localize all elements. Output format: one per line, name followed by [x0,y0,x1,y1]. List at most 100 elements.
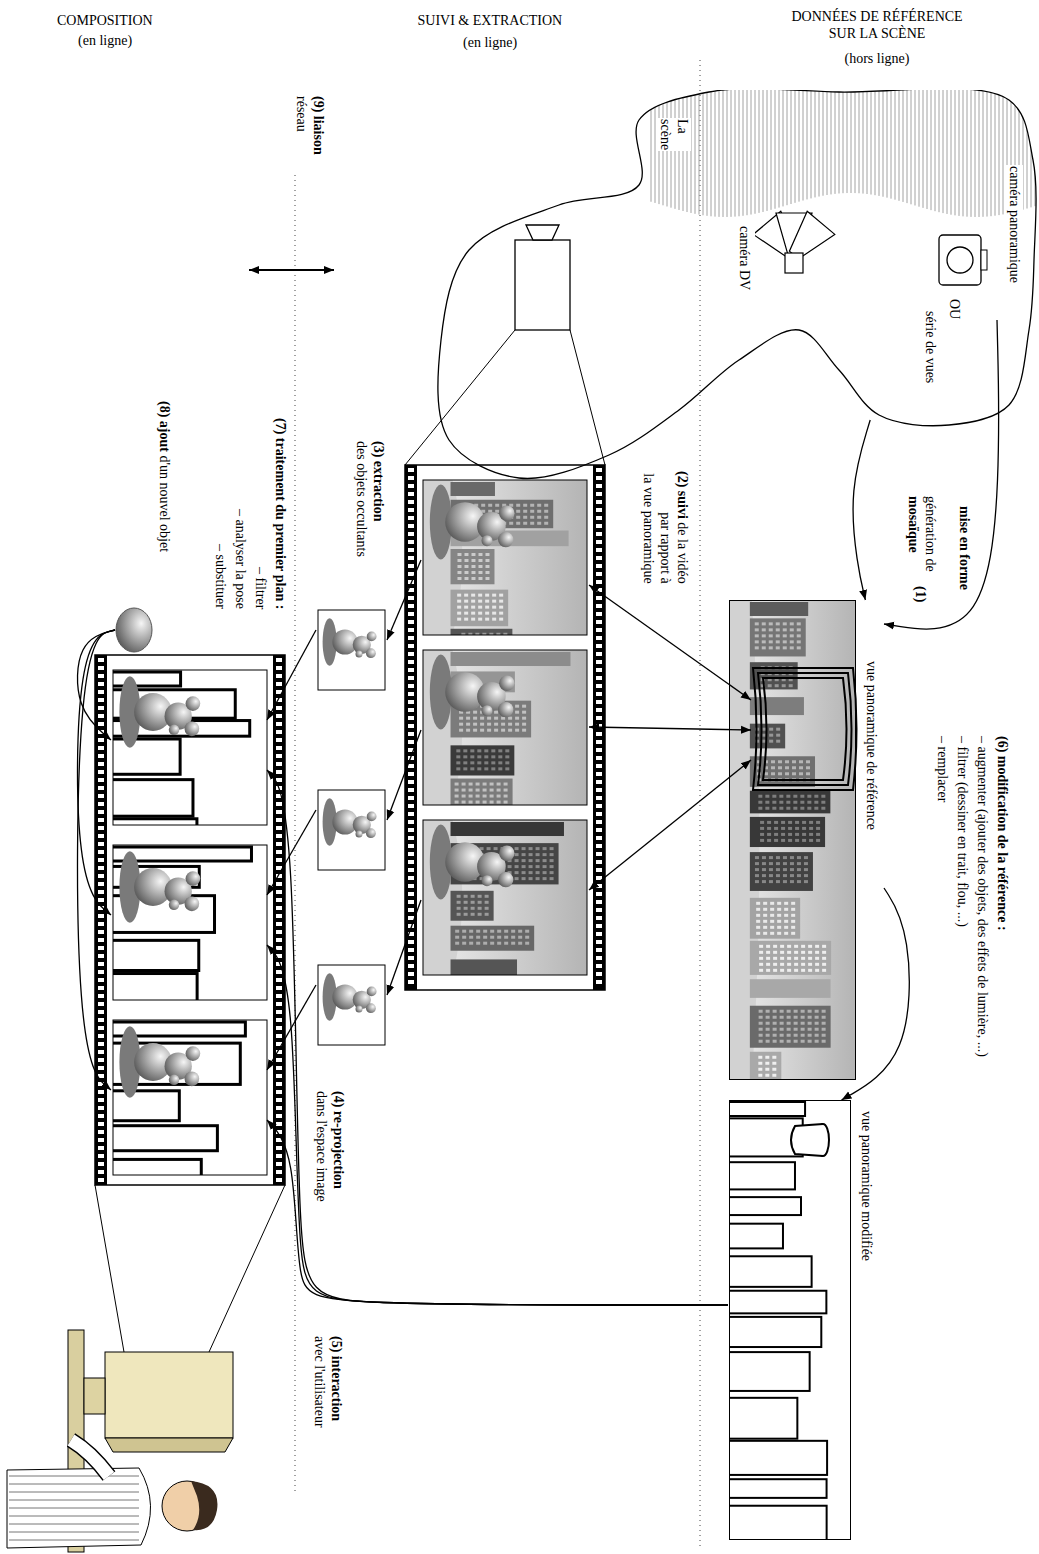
window-shape [814,801,818,804]
window-shape [477,761,481,764]
arrow-line [589,760,751,890]
hatch-line [799,90,800,202]
hatch-line [999,90,1000,215]
window-shape [787,1040,791,1043]
window-shape [537,510,541,513]
film-perforation [596,700,602,704]
window-shape [471,612,475,615]
film-perforation [276,818,282,822]
window-shape [483,783,487,786]
window-shape [515,705,519,708]
window-shape [815,1010,819,1013]
user-shirt [7,1468,151,1548]
hatch-line [979,90,980,217]
window-shape [773,957,777,960]
bullet-item: – analyser la pose [232,508,249,610]
film-perforation [276,730,282,734]
window-shape [797,880,801,883]
window-shape [466,729,470,732]
window-shape [469,936,473,939]
window-shape [459,729,463,732]
hatch-line [719,90,720,217]
film-perforation [98,1106,104,1110]
film-perforation [596,500,602,504]
picture-ground [729,600,856,1080]
hatch-line [759,90,760,213]
film-perforation [408,524,414,528]
window-shape [773,1028,777,1031]
film-perforation [276,722,282,726]
film-perforation [276,922,282,926]
arrow-line [387,900,421,995]
film-perforation [276,1002,282,1006]
film-perforation [98,706,104,710]
film-perforation [408,876,414,880]
window-shape [787,1034,791,1037]
film-perforation [408,860,414,864]
window-shape [762,646,766,649]
window-shape [464,895,468,898]
hatch-line [711,90,712,216]
film-perforation [276,906,282,910]
window-shape [773,1034,777,1037]
window-shape [759,951,763,954]
object-part [499,676,514,691]
window-shape [815,1016,819,1019]
film-perforation [98,1034,104,1038]
film-perforation [596,668,602,672]
window-shape [774,839,778,842]
hatch-line [747,90,748,215]
picture-ground [113,845,267,1000]
film-perforation [98,698,104,702]
window-shape [470,767,474,770]
film-perforation [276,706,282,710]
window-shape [766,1016,770,1019]
film-perforation [98,658,104,662]
illustration-part: (3) [371,441,386,457]
hatch-line [983,90,984,217]
film-perforation [408,820,414,824]
window-shape [769,740,773,743]
film-perforation [596,820,602,824]
window-shape [464,577,468,580]
foreground-object [323,973,377,1021]
window-shape [781,827,785,830]
window-shape [485,559,489,562]
window-shape [457,618,461,621]
film-perforation [596,516,602,520]
window-shape [804,880,808,883]
film-perforation [596,748,602,752]
shirt-stripe [9,1476,139,1477]
window-shape [463,761,467,764]
building-shape [451,926,535,951]
window-shape [471,553,475,556]
hatch-line [739,90,740,216]
window-shape [473,723,477,726]
edge-label: mise en forme [956,505,973,591]
illustration-part: en [957,537,972,551]
film-perforation [98,1122,104,1126]
object-part [498,532,513,547]
shirt-stripe [9,1500,139,1501]
film-perforation [408,972,414,976]
window-shape [485,913,489,916]
film-perforation [98,1178,104,1182]
film-perforation [408,892,414,896]
window-shape [815,1034,819,1037]
window-shape [758,1074,762,1077]
window-shape [487,717,491,720]
window-shape [770,902,774,905]
film-perforation [98,1114,104,1118]
window-shape [497,930,501,933]
window-shape [816,821,820,824]
window-shape [795,821,799,824]
window-shape [523,510,527,513]
film-perforation [98,818,104,822]
hatch-line [939,90,940,212]
film-perforation [596,692,602,696]
film-strip [405,465,605,990]
window-shape [455,936,459,939]
window-shape [755,634,759,637]
building-outline [113,1159,201,1175]
illustration-part: forme [957,554,972,590]
